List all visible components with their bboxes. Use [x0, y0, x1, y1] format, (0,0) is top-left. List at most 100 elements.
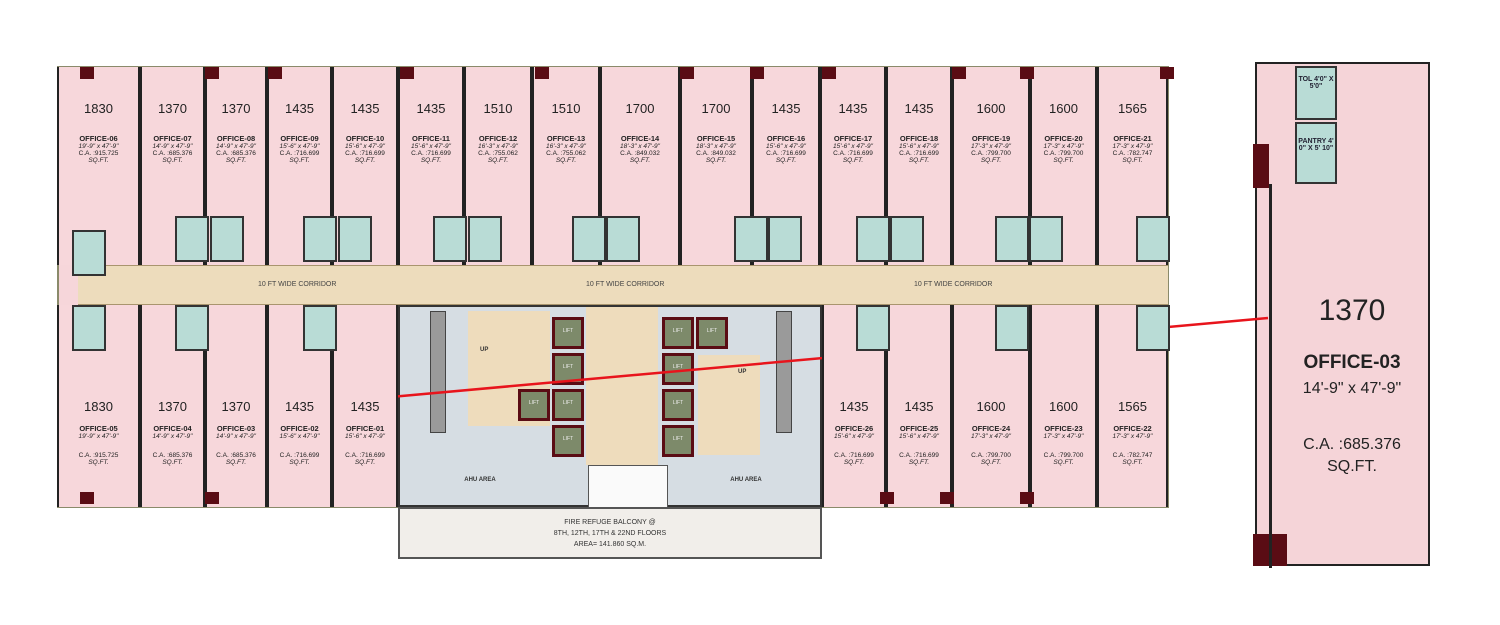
office-dims: 15'-6" x 47'-9"	[899, 433, 939, 440]
detail-carpet-area: C.A. :685.376	[1303, 436, 1401, 453]
office-name: OFFICE-04	[153, 424, 192, 433]
column	[1020, 492, 1034, 504]
office-unit: SQ.FT.	[289, 157, 310, 164]
office-num: 1510	[551, 101, 581, 116]
office-name: OFFICE-03	[216, 424, 256, 433]
office-ca: C.A. :915.725	[78, 150, 119, 157]
office-num: 1830	[84, 399, 113, 414]
office-unit: SQ.FT.	[225, 157, 247, 164]
toilet-pantry	[734, 216, 768, 262]
office-ca: C.A. :849.032	[620, 150, 660, 157]
office-ca: C.A. :685.376	[216, 452, 256, 459]
office-num: 1435	[838, 101, 868, 116]
corridor-label: 10 FT WIDE CORRIDOR	[258, 281, 337, 288]
office-unit: SQ.FT.	[1122, 157, 1143, 164]
column	[205, 492, 219, 504]
office-name: OFFICE-15	[696, 134, 736, 143]
office-dims: 17'-3" x 47'-9"	[1043, 433, 1084, 440]
office-dims: 14'-9" x 47'-9"	[152, 143, 193, 150]
office-num: 1435	[285, 101, 314, 116]
office-dims: 15'-6" x 47'-9"	[345, 433, 385, 440]
office-ca: C.A. :782.747	[1112, 150, 1153, 157]
ahu-area-left: AHU AREA	[464, 477, 496, 483]
office-num: 1600	[976, 399, 1006, 414]
toilet-pantry	[303, 216, 337, 262]
office-unit: SQ.FT.	[629, 157, 651, 164]
office-num: 1370	[158, 101, 187, 116]
office-name: OFFICE-22	[1113, 424, 1152, 433]
office-name: OFFICE-14	[620, 134, 660, 143]
office-dims: 17'-3" x 47'-9"	[1043, 143, 1084, 150]
detail-number: 1370	[1318, 294, 1386, 327]
office-dims: 15'-6" x 47'-9"	[833, 143, 873, 150]
toilet-pantry	[468, 216, 502, 262]
office-ca: C.A. :799.700	[971, 150, 1011, 157]
pantry: PANTRY 4' 0" X 5' 10"	[1295, 122, 1337, 184]
office-dims: 19'-9" x 47'-9"	[78, 143, 119, 150]
office-ca: C.A. :755.062	[546, 150, 586, 157]
toilet-pantry	[72, 305, 106, 351]
toilet-pantry	[1136, 305, 1170, 351]
office-num: 1435	[350, 101, 380, 116]
office-unit: SQ.FT.	[88, 157, 109, 164]
office-unit: SQ.FT.	[88, 459, 109, 466]
toilet-pantry	[303, 305, 337, 351]
office-dims: 14'-9" x 47'-9"	[152, 433, 193, 440]
office-ca: C.A. :915.725	[78, 452, 119, 459]
office-ca: C.A. :799.700	[971, 452, 1011, 459]
toilet-pantry	[72, 230, 106, 276]
office-name: OFFICE-23	[1044, 424, 1083, 433]
lift: LIFT	[662, 389, 694, 421]
column	[880, 492, 894, 504]
toilet-pantry	[1029, 216, 1063, 262]
fire-duct-left	[430, 311, 446, 433]
office-ca: C.A. :716.699	[766, 150, 806, 157]
office-ca: C.A. :716.699	[899, 150, 939, 157]
column	[1253, 144, 1269, 188]
office-num: 1435	[904, 399, 934, 414]
office-dims: 15'-6" x 47'-9"	[345, 143, 385, 150]
toilet: TOL 4'0" X 5'0"	[1295, 66, 1337, 120]
office-name: OFFICE-20	[1044, 134, 1083, 143]
office-unit: SQ.FT.	[980, 459, 1002, 466]
office-num: 1510	[483, 101, 513, 116]
office-num: 1600	[1049, 399, 1078, 414]
toilet-pantry	[856, 216, 890, 262]
office-ca: C.A. :685.376	[152, 452, 193, 459]
office-dims: 15'-6" x 47'-9"	[411, 143, 451, 150]
office-name: OFFICE-10	[345, 134, 385, 143]
office-num: 1700	[701, 101, 731, 116]
office-unit: SQ.FT.	[354, 459, 376, 466]
cutout	[588, 465, 668, 511]
office-dims: 17'-3" x 47'-9"	[971, 433, 1011, 440]
office-ca: C.A. :716.699	[279, 150, 320, 157]
fire-duct-right	[776, 311, 792, 433]
office-name: OFFICE-11	[412, 134, 450, 143]
office-unit: SQ.FT.	[354, 157, 376, 164]
office-ca: C.A. :716.699	[834, 452, 874, 459]
toilet-pantry	[995, 216, 1029, 262]
office-dims: 15'-6" x 47'-9"	[279, 433, 320, 440]
detail-office-name: OFFICE-03	[1303, 352, 1401, 373]
balcony-line: 8TH, 12TH, 17TH & 22ND FLOORS	[553, 530, 667, 537]
office-name: OFFICE-09	[280, 134, 319, 143]
column	[940, 492, 954, 504]
lift: LIFT	[518, 389, 550, 421]
office-unit: SQ.FT.	[555, 157, 577, 164]
office-ca: C.A. :849.032	[696, 150, 736, 157]
column	[750, 67, 764, 79]
office-dims: 14'-9" x 47'-9"	[216, 143, 256, 150]
office-num: 1565	[1118, 399, 1147, 414]
office-num: 1370	[158, 399, 187, 414]
column	[1020, 67, 1034, 79]
office-unit: SQ.FT.	[1122, 459, 1143, 466]
